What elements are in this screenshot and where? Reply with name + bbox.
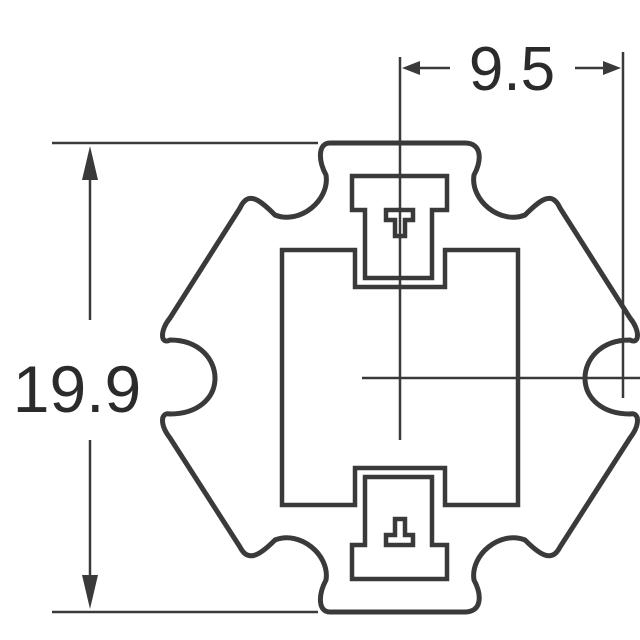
height-arrow-top — [82, 146, 98, 180]
width-arrow-left — [402, 61, 420, 75]
top-electrode-inner — [383, 207, 416, 239]
board-outline — [160, 140, 640, 615]
center-pad — [279, 247, 521, 508]
bottom-electrode-inner — [383, 516, 416, 548]
top-electrode-pad — [349, 173, 450, 281]
height-dimension-label: 19.9 — [13, 352, 141, 426]
bottom-electrode-pad — [349, 474, 450, 582]
width-arrow-right — [603, 61, 621, 75]
height-arrow-bottom — [82, 575, 98, 609]
width-dimension-label: 9.5 — [469, 35, 555, 104]
